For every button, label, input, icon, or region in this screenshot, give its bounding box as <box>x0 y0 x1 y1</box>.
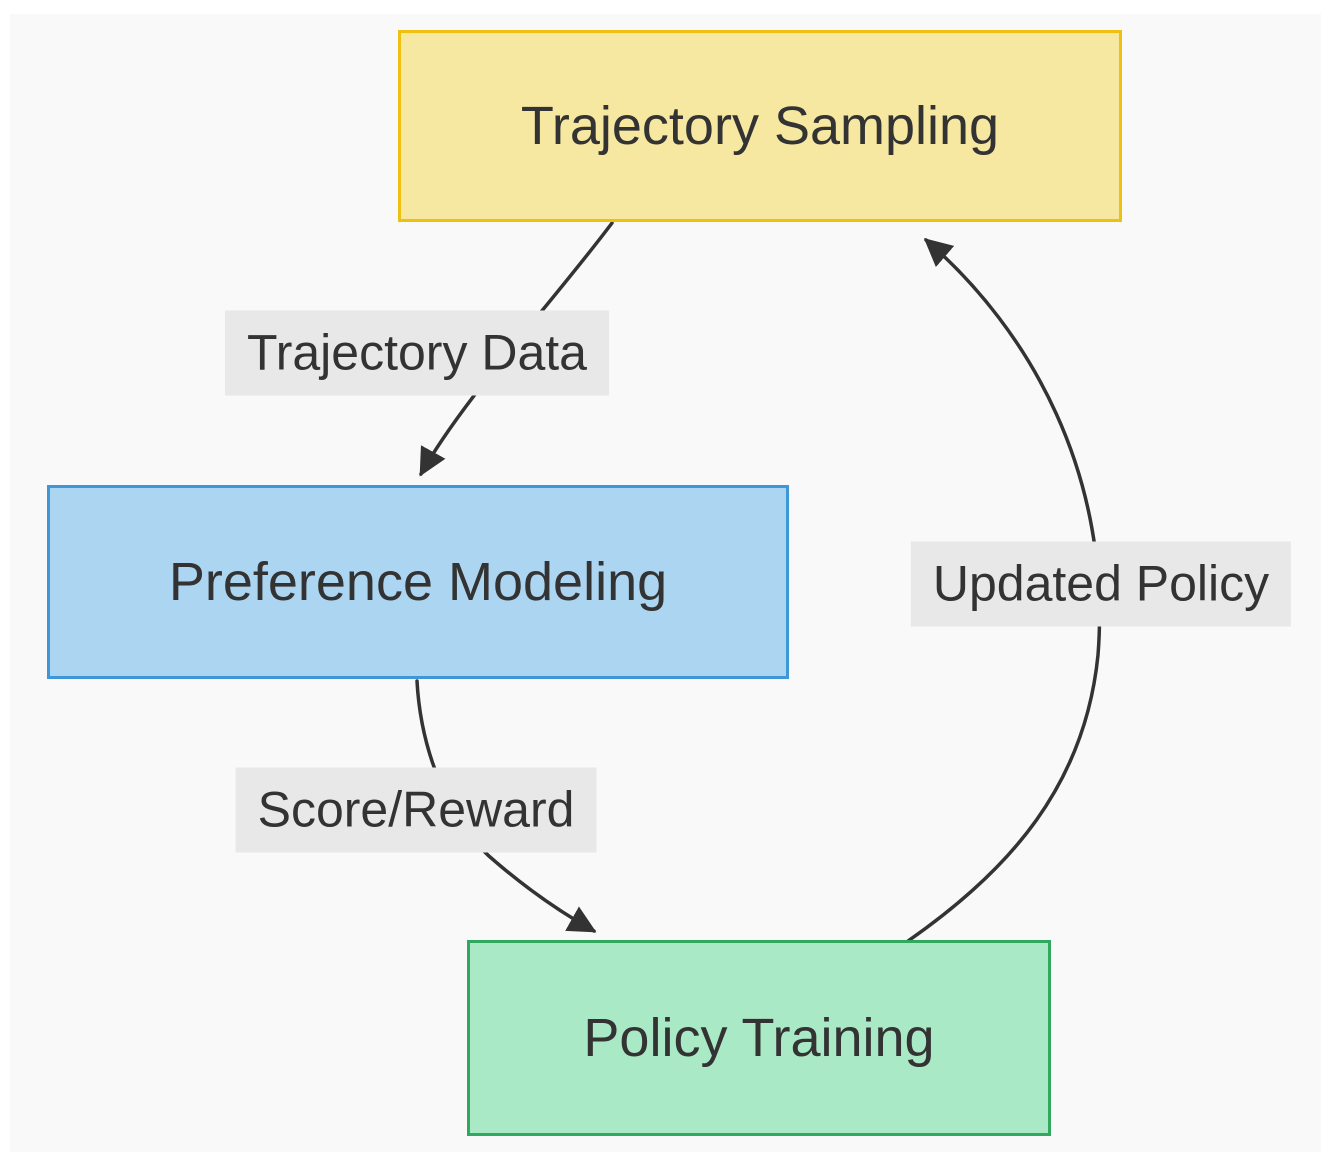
edge-label-updated-policy: Updated Policy <box>910 541 1292 627</box>
node-preference-modeling-label: Preference Modeling <box>168 552 668 612</box>
node-policy-training: Policy Training <box>467 940 1051 1136</box>
node-trajectory-sampling-label: Trajectory Sampling <box>520 96 1000 156</box>
node-policy-training-label: Policy Training <box>583 1008 935 1068</box>
edge-label-trajectory-data: Trajectory Data <box>225 310 609 396</box>
node-trajectory-sampling: Trajectory Sampling <box>398 30 1122 222</box>
node-preference-modeling: Preference Modeling <box>47 485 789 679</box>
edge-label-score-reward: Score/Reward <box>235 767 597 853</box>
